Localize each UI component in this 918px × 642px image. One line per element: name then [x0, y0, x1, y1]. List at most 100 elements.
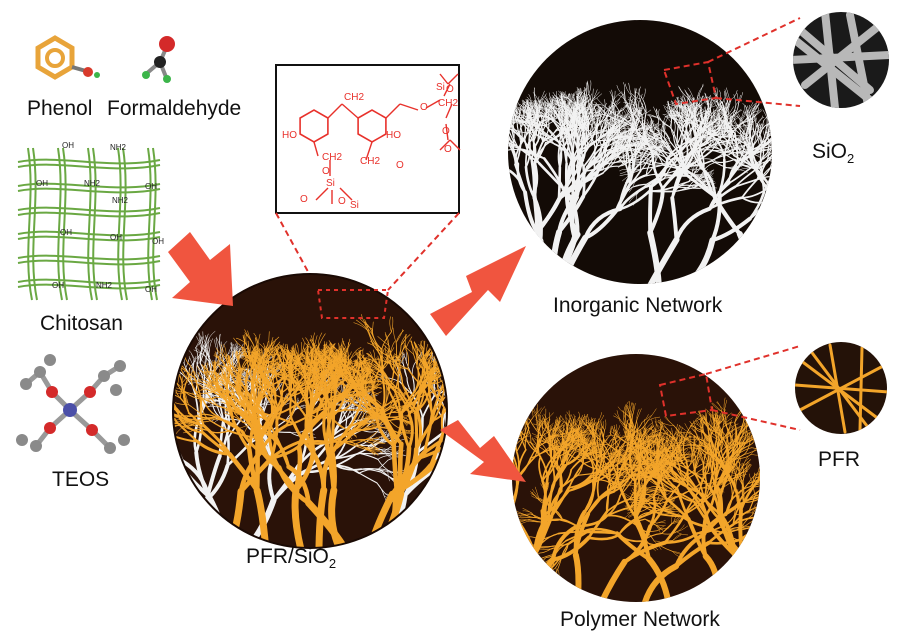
white-fiber: [110, 427, 117, 433]
white-fiber: [460, 363, 465, 374]
orange-fiber: [485, 405, 496, 408]
white-fiber: [103, 408, 110, 415]
white-fiber: [101, 415, 109, 417]
orange-fiber: [498, 425, 510, 428]
orange-fiber: [457, 409, 472, 416]
chitosan-strand: [27, 147, 33, 301]
orange-fiber: [472, 379, 475, 392]
orange-fiber: [494, 409, 498, 418]
orange-fiber: [154, 382, 164, 387]
orange-fiber: [462, 368, 466, 377]
white-fiber: [509, 370, 512, 379]
white-fiber: [66, 419, 76, 422]
orange-fiber: [478, 395, 487, 396]
orange-fiber: [490, 371, 499, 381]
white-fiber: [146, 423, 156, 440]
orange-fiber: [498, 382, 511, 388]
orange-fiber: [475, 376, 481, 385]
white-fiber: [452, 374, 453, 386]
chitosan-strand: [17, 163, 161, 170]
white-fiber: [355, 444, 374, 447]
white-fiber: [470, 372, 474, 382]
white-fiber: [79, 404, 90, 405]
white-fiber: [457, 360, 459, 372]
white-fiber: [124, 393, 134, 405]
orange-fiber: [482, 422, 495, 427]
white-fiber: [467, 373, 471, 383]
chem-bond: [341, 103, 359, 119]
white-fiber: [99, 410, 116, 420]
orange-fiber: [445, 354, 447, 365]
white-fiber: [115, 411, 123, 412]
orange-fiber: [491, 364, 494, 376]
white-fiber: [87, 400, 97, 403]
orange-fiber: [508, 415, 513, 423]
orange-fiber: [510, 426, 520, 427]
white-fiber: [227, 419, 241, 439]
white-fiber: [501, 376, 508, 390]
white-fiber: [505, 391, 519, 396]
orange-fiber: [474, 420, 484, 425]
white-fiber: [65, 423, 72, 429]
white-fiber: [193, 349, 205, 356]
white-fiber: [134, 404, 148, 416]
white-fiber: [121, 429, 137, 433]
white-fiber: [78, 426, 79, 442]
white-fiber: [188, 382, 200, 385]
white-fiber: [139, 393, 142, 400]
white-fiber: [460, 367, 464, 379]
orange-fiber: [497, 415, 506, 421]
orange-fiber: [138, 418, 147, 421]
white-fiber: [99, 425, 106, 428]
white-fiber: [483, 401, 485, 417]
white-fiber: [75, 428, 85, 434]
orange-fiber: [491, 417, 499, 422]
white-fiber: [117, 403, 118, 412]
white-fiber: [452, 371, 459, 379]
orange-fiber: [476, 369, 478, 381]
chitosan-strand: [17, 278, 161, 285]
orange-fiber: [468, 381, 471, 392]
orange-fiber: [460, 365, 463, 377]
white-fiber: [479, 382, 480, 391]
white-fiber: [125, 401, 133, 405]
white-fiber: [166, 411, 168, 434]
orange-fiber: [152, 409, 161, 419]
white-fiber: [464, 386, 470, 395]
orange-fiber: [471, 383, 477, 389]
white-fiber: [453, 372, 458, 380]
orange-fiber: [495, 416, 503, 424]
orange-fiber: [145, 391, 155, 393]
orange-fiber: [485, 419, 496, 429]
white-fiber: [127, 447, 144, 473]
chem-atom-label: CH2: [438, 98, 458, 109]
orange-fiber: [163, 387, 171, 399]
white-fiber: [500, 396, 510, 403]
white-fiber: [456, 391, 468, 397]
white-fiber: [377, 447, 391, 455]
orange-fiber: [484, 403, 486, 413]
orange-fiber: [182, 366, 192, 382]
white-fiber: [481, 364, 484, 374]
white-fiber: [458, 383, 462, 396]
chitosan-group-label: OH: [36, 179, 48, 188]
white-fiber: [469, 384, 476, 390]
white-fiber: [83, 410, 90, 416]
orange-fiber: [452, 375, 453, 387]
orange-fiber: [173, 402, 182, 414]
chitosan-strand: [147, 147, 153, 301]
orange-fiber: [511, 422, 522, 425]
white-fiber: [195, 337, 203, 348]
orange-fiber: [504, 410, 522, 411]
orange-fiber: [154, 394, 165, 403]
orange-fiber: [472, 405, 485, 409]
orange-fiber: [454, 382, 456, 397]
orange-fiber: [444, 348, 447, 360]
orange-fiber: [503, 415, 508, 426]
orange-fiber: [447, 363, 451, 370]
white-fiber: [460, 367, 469, 374]
white-fiber: [69, 436, 79, 438]
white-fiber: [519, 391, 530, 393]
white-fiber: [120, 402, 125, 409]
